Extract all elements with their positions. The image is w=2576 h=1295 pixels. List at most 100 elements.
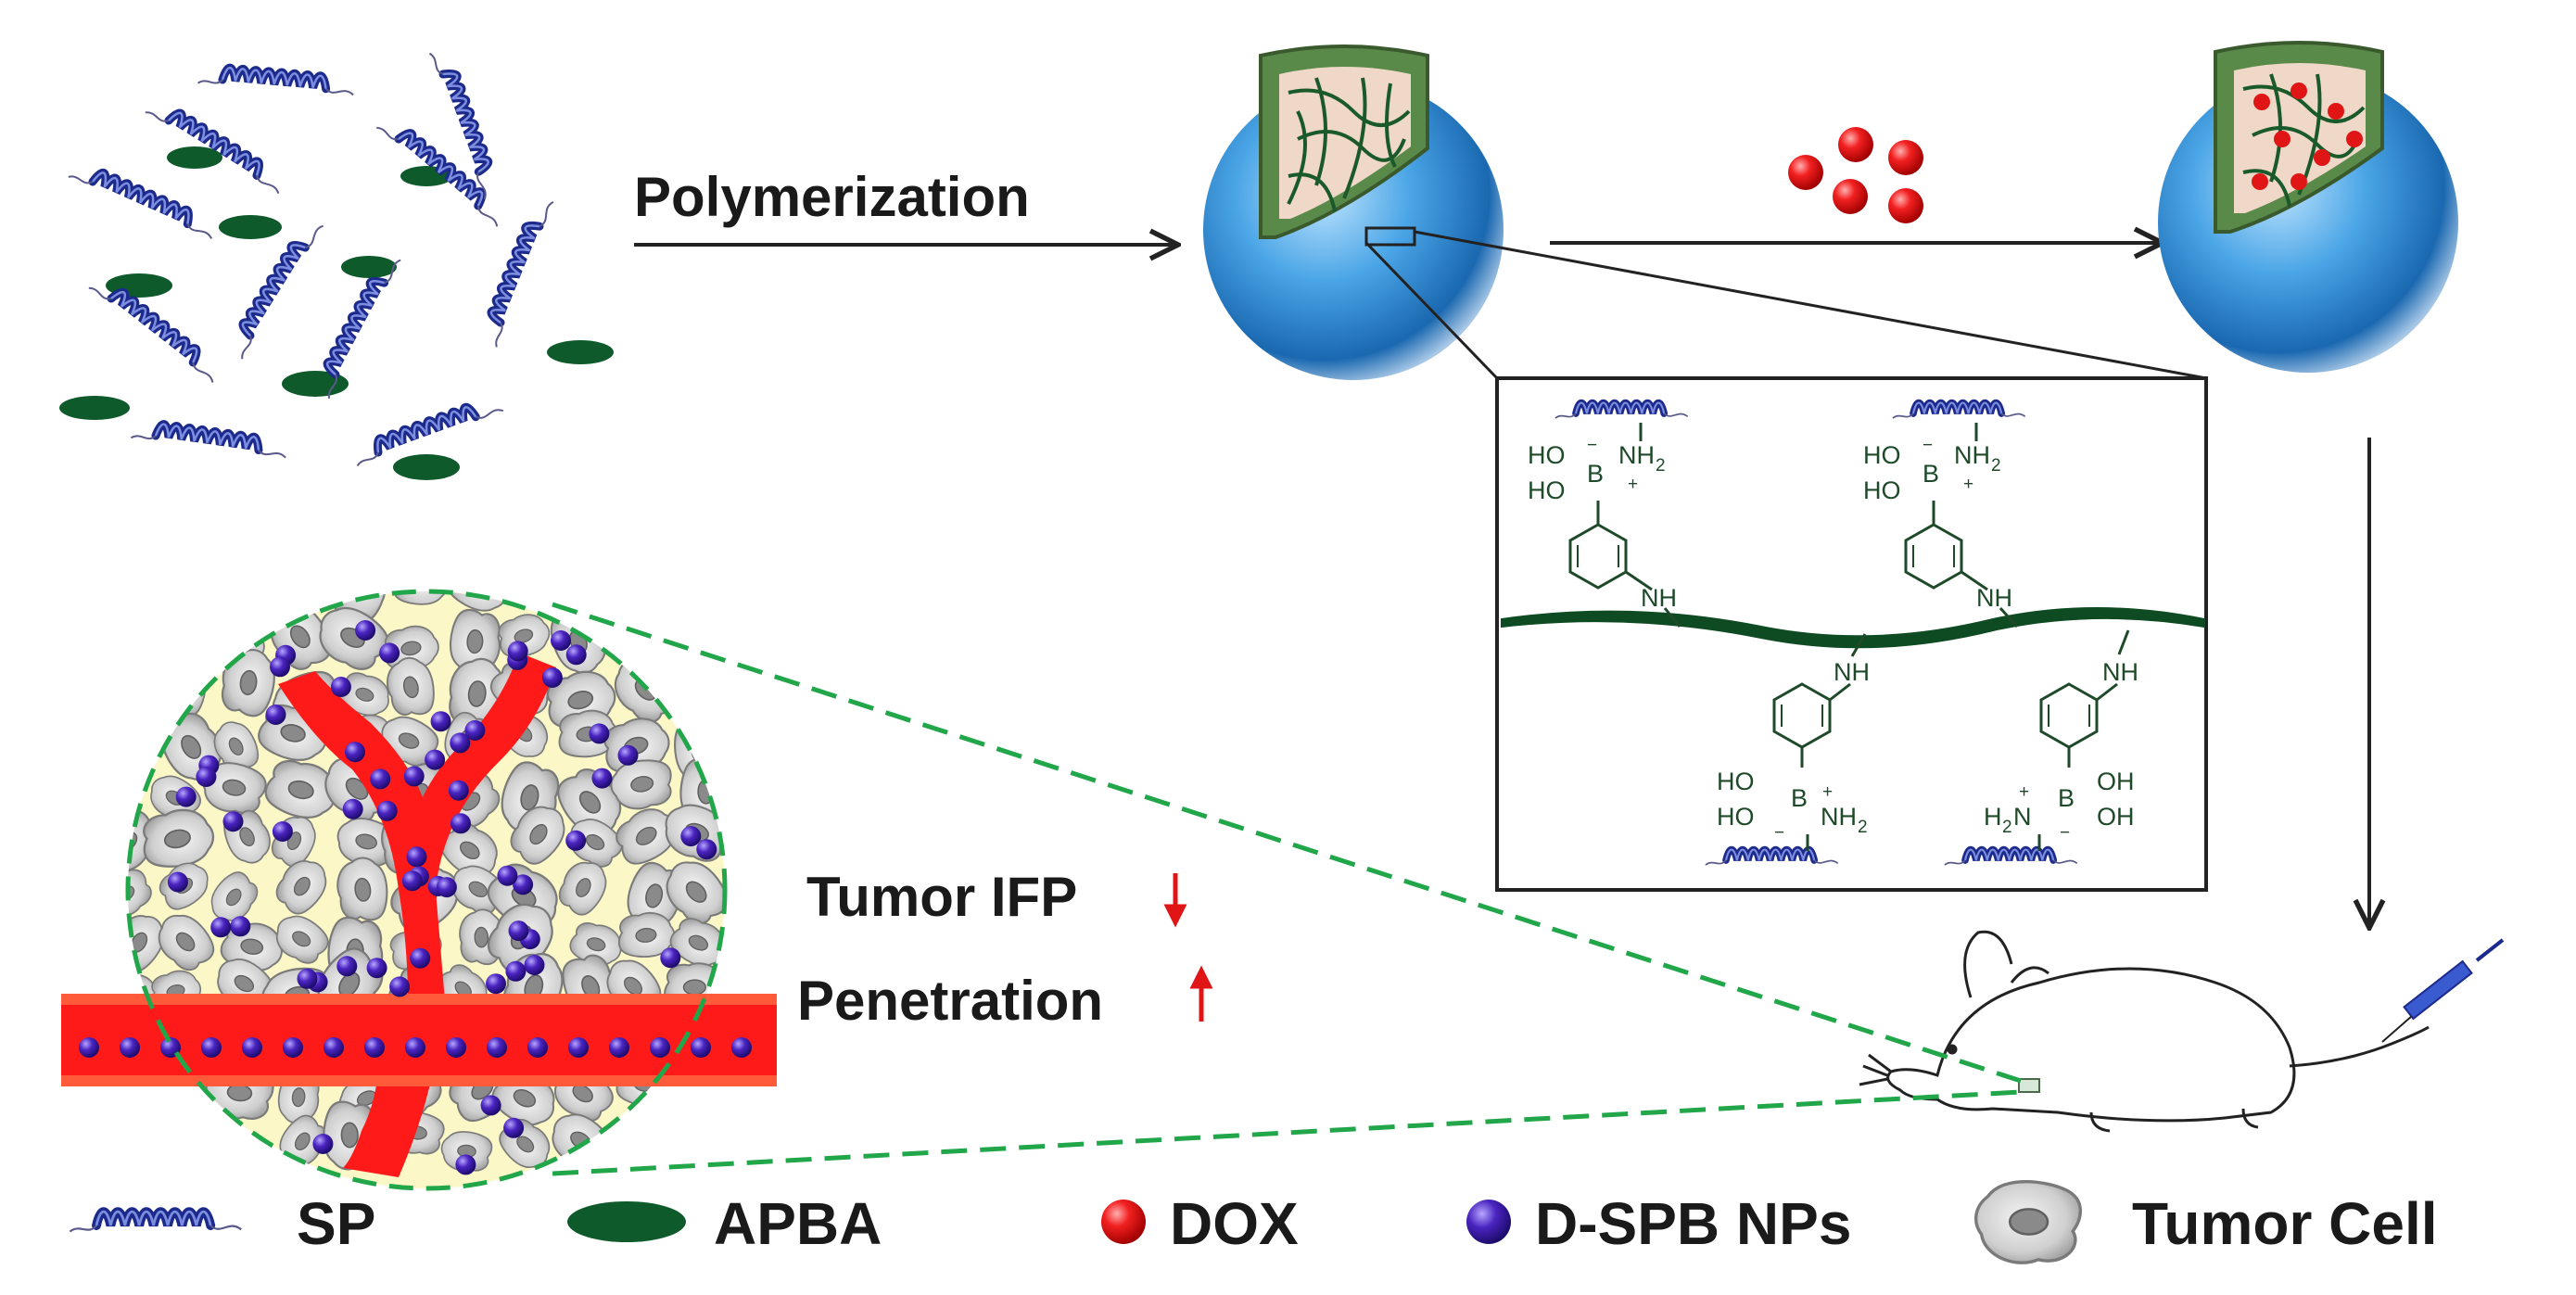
chem-nh: N xyxy=(2013,803,2032,831)
nanoparticle xyxy=(120,1037,140,1058)
legend-dox-label: DOX xyxy=(1170,1190,1299,1257)
dox-cluster xyxy=(1788,127,1923,223)
chem-plus: + xyxy=(1963,475,1973,494)
nanoparticle xyxy=(210,917,232,938)
ifp-annotation: Tumor IFP xyxy=(806,866,1187,928)
nanoparticle xyxy=(450,732,471,754)
nanoparticle xyxy=(345,742,365,763)
nanoparticle xyxy=(508,920,529,942)
nanoparticle xyxy=(196,767,217,787)
nanoparticle xyxy=(430,711,451,732)
chem-sub2: 2 xyxy=(1991,456,2001,476)
nanoparticle xyxy=(366,958,387,979)
nanoparticle xyxy=(680,826,702,847)
chem-nh: NH xyxy=(1976,584,2012,612)
nanoparticle xyxy=(79,1037,99,1058)
chem-nh2: NH xyxy=(1618,441,1655,469)
nanoparticle xyxy=(448,780,469,801)
nanoparticle xyxy=(405,1037,425,1058)
nanoparticle xyxy=(272,821,293,842)
nanoparticle xyxy=(379,642,400,664)
chem-sub2: 2 xyxy=(2002,818,2012,837)
chem-minus: − xyxy=(2060,823,2070,843)
chem-boron: B xyxy=(2058,784,2075,812)
nanogel-sphere-loaded xyxy=(2158,41,2458,373)
nanoparticle xyxy=(167,871,188,893)
penetration-label: Penetration xyxy=(797,970,1103,1032)
nanoparticle xyxy=(324,1037,344,1058)
legend: SP APBA DOX D-SPB NPs Tumor Cell xyxy=(70,1179,2438,1264)
nanoparticle xyxy=(410,947,431,969)
nanoparticle xyxy=(455,1154,476,1175)
nanoparticle xyxy=(568,1037,589,1058)
polymer-backbone xyxy=(1501,607,2205,649)
tumor-zoom xyxy=(61,589,777,1191)
chem-plus: + xyxy=(1822,782,1833,802)
chem-nh2: NH xyxy=(1821,803,1857,831)
nanoparticle xyxy=(425,749,446,770)
legend-apba-icon xyxy=(567,1201,686,1242)
nanoparticle xyxy=(401,870,423,892)
tumor-site xyxy=(2018,1078,2040,1093)
nanoparticle xyxy=(364,1037,385,1058)
nanoparticle xyxy=(505,960,527,982)
legend-tumor-cell-label: Tumor Cell xyxy=(2132,1190,2438,1257)
chem-ho: HO xyxy=(1863,476,1901,504)
legend-dspb-icon xyxy=(1466,1200,1511,1244)
nanoparticle xyxy=(524,955,545,975)
chem-plus: + xyxy=(2019,782,2029,802)
nanoparticle xyxy=(691,1037,711,1058)
nanoparticle xyxy=(376,800,398,821)
tumor-zoom-line xyxy=(552,1089,2022,1176)
chem-oh: OH xyxy=(2097,768,2135,795)
nanoparticle xyxy=(370,768,391,790)
chem-nh2: NH xyxy=(1954,441,1990,469)
chem-ho: HO xyxy=(1717,803,1755,831)
nanoparticle xyxy=(617,744,639,766)
legend-dox-icon xyxy=(1101,1200,1146,1244)
nanoparticle xyxy=(222,811,244,832)
nanoparticle xyxy=(589,723,610,744)
nanoparticle xyxy=(480,1095,501,1116)
zoom-line xyxy=(1414,230,2207,380)
chem-ho: HO xyxy=(1717,768,1755,795)
chem-minus: − xyxy=(1922,436,1933,455)
nanoparticle xyxy=(541,667,563,688)
chem-boron: B xyxy=(1922,460,1939,488)
nanoparticle xyxy=(242,1037,262,1058)
chem-boron: B xyxy=(1587,460,1604,488)
nanoparticle xyxy=(355,620,376,641)
legend-sp-label: SP xyxy=(297,1190,375,1257)
sp-helix xyxy=(69,47,555,466)
nanoparticle xyxy=(406,846,427,868)
apba-ellipse xyxy=(59,146,614,480)
nanoparticle xyxy=(527,1037,548,1058)
chem-sub2: 2 xyxy=(1656,456,1666,476)
chem-ho: HO xyxy=(1528,476,1566,504)
nanoparticle xyxy=(265,705,286,725)
chem-nh: NH xyxy=(2102,658,2138,686)
chemistry-inset: HO HO B − NH 2 + NH HO HO B − NH 2 + NH … xyxy=(1495,376,2208,892)
nanoparticle xyxy=(446,1037,466,1058)
nanoparticle xyxy=(312,1134,334,1154)
monomer-cluster xyxy=(59,47,614,480)
tumor-ifp-label: Tumor IFP xyxy=(806,866,1077,928)
mouse-illustration xyxy=(1859,930,2430,1133)
nanoparticle xyxy=(175,786,197,807)
legend-apba-label: APBA xyxy=(714,1190,882,1257)
nanoparticle xyxy=(330,677,351,697)
chem-ho: HO xyxy=(1528,441,1566,469)
chem-plus: + xyxy=(1628,475,1638,494)
nanoparticle xyxy=(270,656,290,678)
zoom-line xyxy=(1364,241,1499,380)
nanoparticle xyxy=(403,766,425,787)
nanoparticle xyxy=(507,641,528,662)
nanoparticle xyxy=(283,1037,303,1058)
tumor-zoom-line xyxy=(552,602,2022,1084)
nanoparticle xyxy=(497,865,518,886)
chem-boron: B xyxy=(1791,784,1808,812)
penetration-annotation: Penetration xyxy=(797,965,1213,1032)
chem-ho: HO xyxy=(1863,441,1901,469)
tumor-cell xyxy=(159,658,209,718)
nanoparticle xyxy=(389,976,411,997)
